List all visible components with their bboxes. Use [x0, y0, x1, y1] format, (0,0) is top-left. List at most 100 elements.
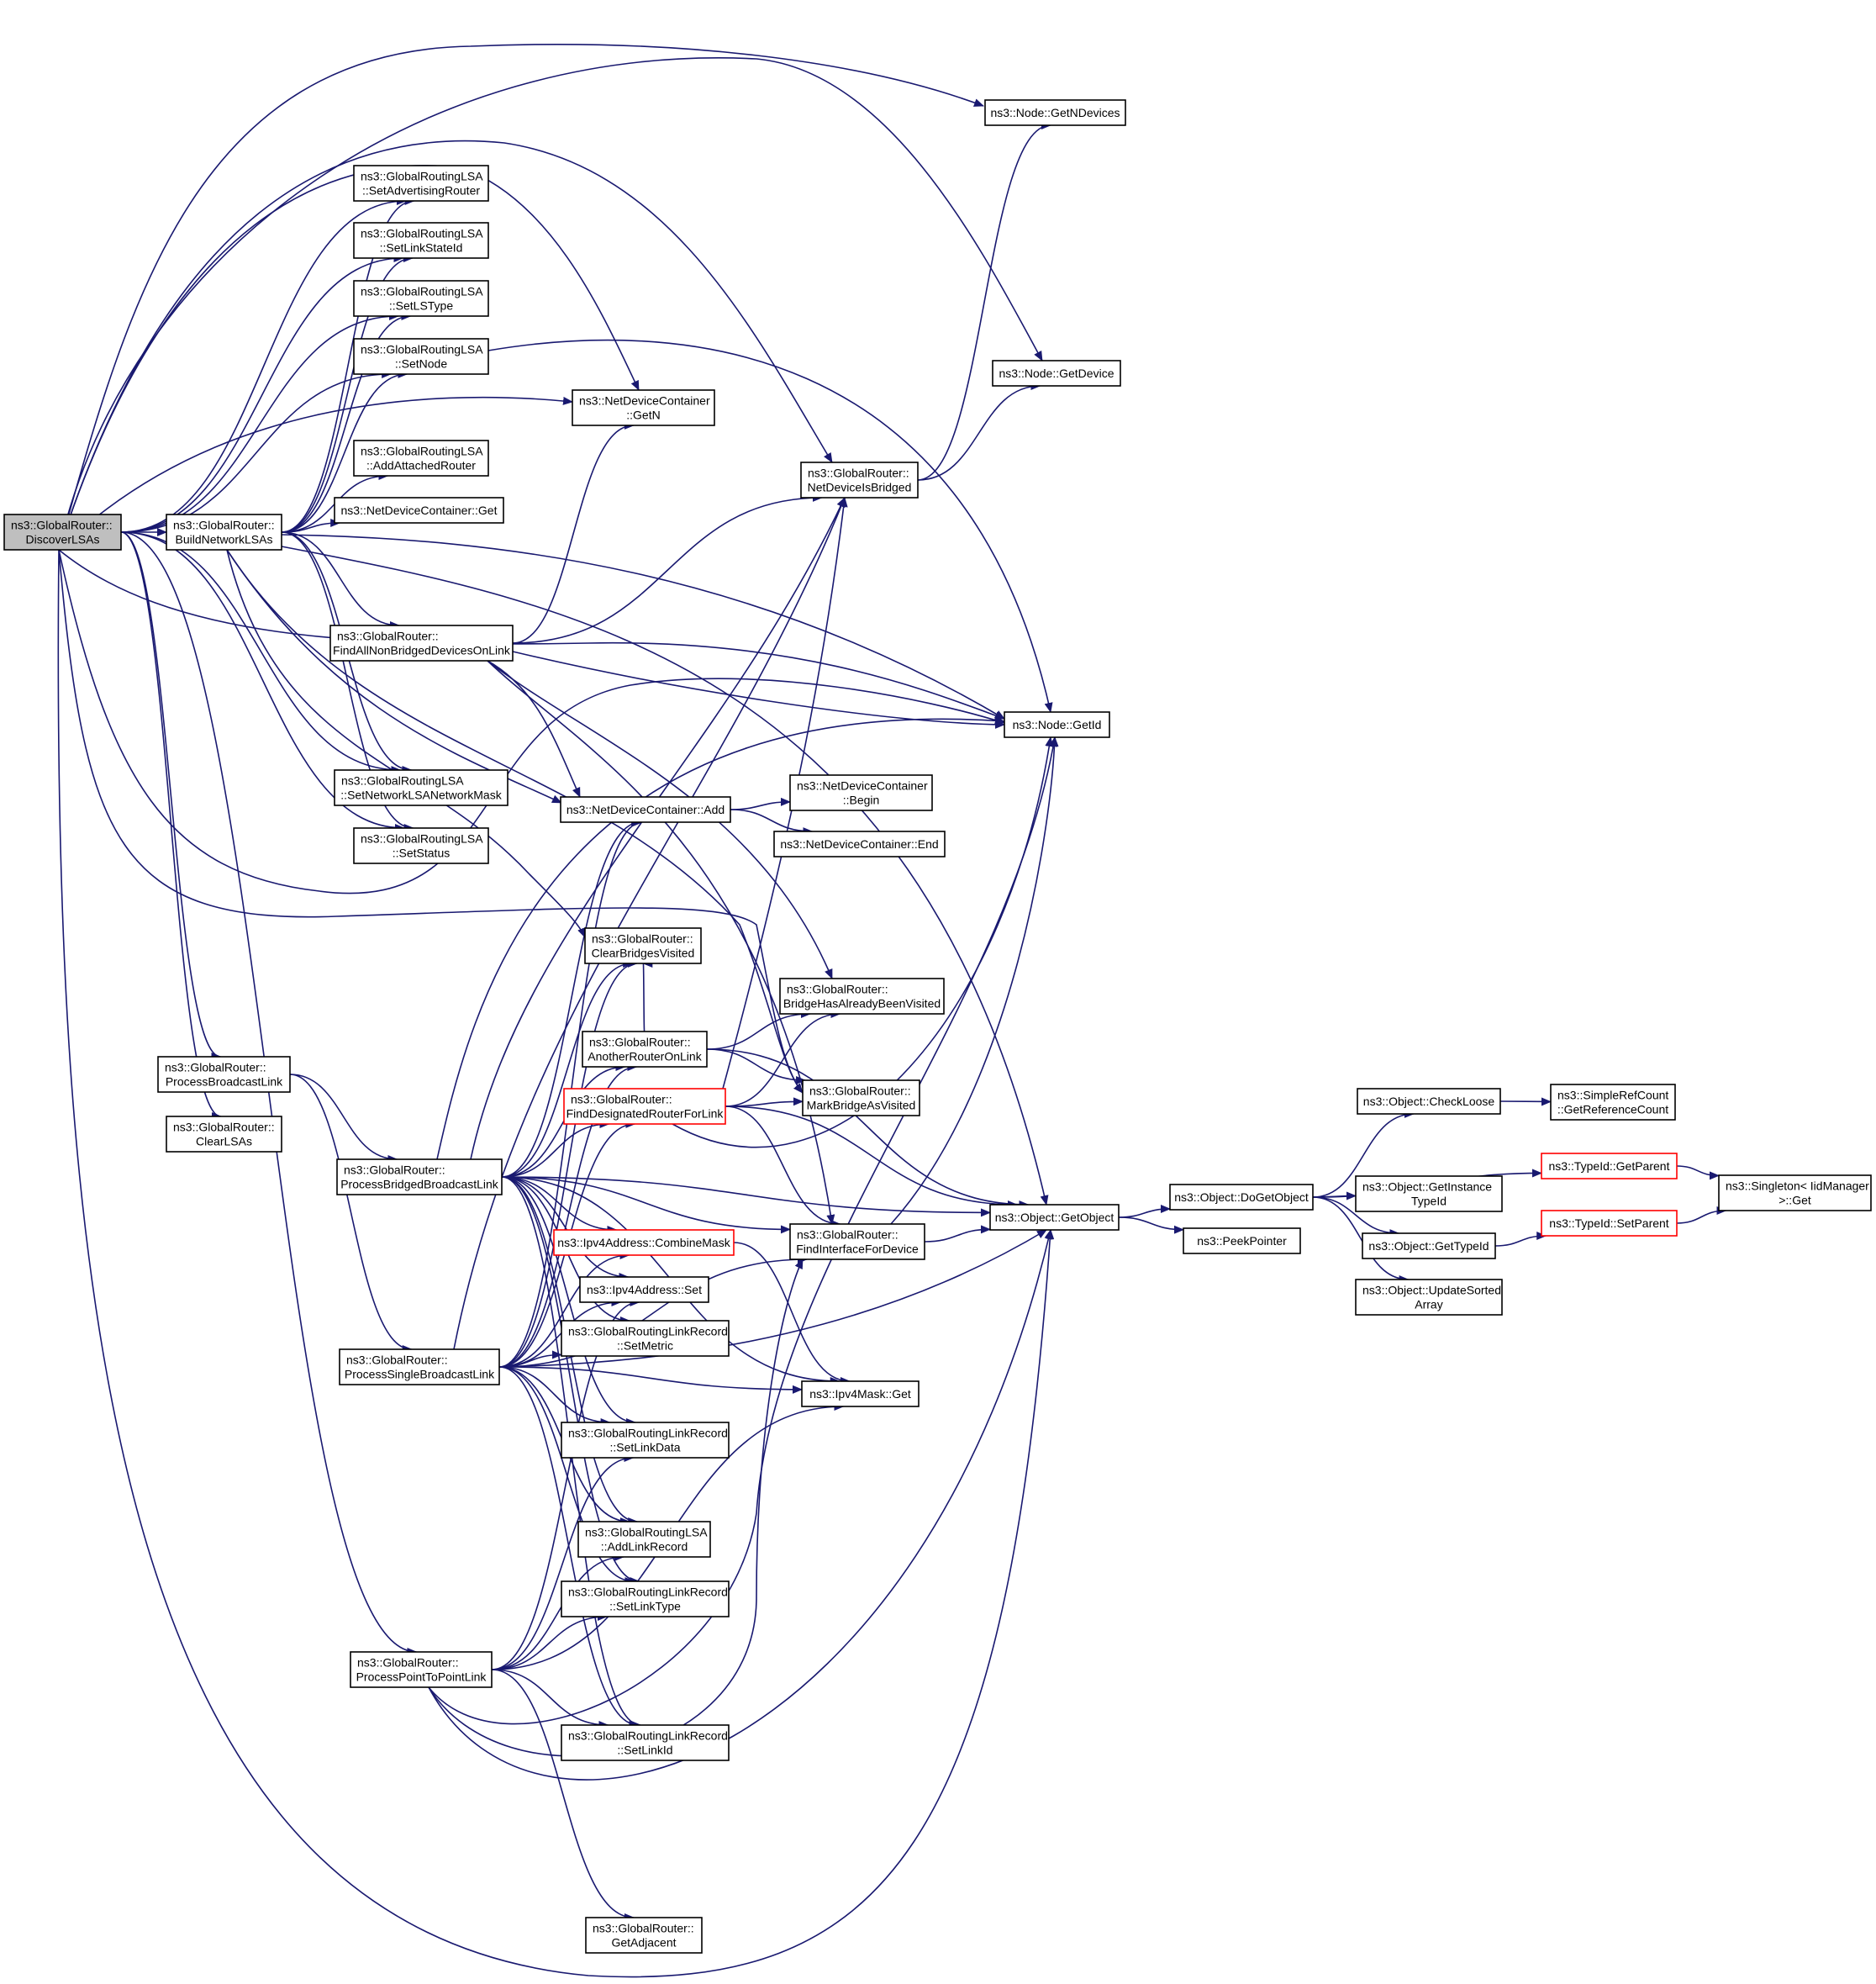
node-processbroadcast[interactable]: ns3::GlobalRouter::ProcessBroadcastLink [157, 1056, 291, 1093]
node-label-line: ns3::TypeId::SetParent [1549, 1216, 1669, 1230]
node-peekpointer[interactable]: ns3::PeekPointer [1183, 1227, 1301, 1254]
node-netdevbridged[interactable]: ns3::GlobalRouter::NetDeviceIsBridged [800, 462, 919, 499]
node-setadv[interactable]: ns3::GlobalRoutingLSA::SetAdvertisingRou… [353, 165, 489, 202]
node-label-line: ns3::Object::GetInstance [1362, 1180, 1492, 1194]
node-combinemask[interactable]: ns3::Ipv4Address::CombineMask [553, 1229, 735, 1256]
node-clearlsas[interactable]: ns3::GlobalRouter::ClearLSAs [166, 1116, 282, 1153]
node-label-line: ns3::GlobalRouter:: [11, 519, 113, 532]
node-label-line: ns3::Singleton< IidManager [1726, 1179, 1869, 1193]
node-addattached[interactable]: ns3::GlobalRoutingLSA::AddAttachedRouter [353, 440, 489, 477]
edge-typeidgetparent-to-singletonget [1676, 1165, 1720, 1180]
node-findiface[interactable]: ns3::GlobalRouter::FindInterfaceForDevic… [789, 1223, 925, 1260]
edge-netdevbridged-to-getdevice [917, 382, 1041, 481]
node-getid[interactable]: ns3::Node::GetId [1004, 711, 1110, 738]
node-anotherrouter[interactable]: ns3::GlobalRouter::AnotherRouterOnLink [582, 1031, 708, 1068]
node-label-line: ::AddAttachedRouter [366, 459, 476, 472]
node-getobject[interactable]: ns3::Object::GetObject [989, 1204, 1120, 1231]
node-label-line: ns3::GlobalRouter:: [344, 1163, 445, 1177]
edge-processbridged-to-setlinktype [501, 1176, 640, 1586]
edge-build-to-setadv [281, 197, 415, 533]
node-processp2p[interactable]: ns3::GlobalRouter::ProcessPointToPointLi… [350, 1651, 493, 1688]
node-box [339, 1348, 500, 1385]
edge-ndcadd-to-ndcend [730, 809, 814, 836]
node-box [1004, 711, 1110, 738]
node-gettypeid[interactable]: ns3::Object::GetTypeId [1362, 1232, 1496, 1259]
node-dogetobject[interactable]: ns3::Object::DoGetObject [1169, 1184, 1314, 1211]
node-checkloose[interactable]: ns3::Object::CheckLoose [1357, 1088, 1501, 1115]
node-label-line: ns3::Node::GetDevice [999, 367, 1115, 380]
node-bridgevisited[interactable]: ns3::GlobalRouter::BridgeHasAlreadyBeenV… [779, 978, 945, 1015]
node-label-line: ::Begin [843, 794, 880, 807]
node-box [992, 360, 1121, 387]
node-label-line: BridgeHasAlreadyBeenVisited [783, 997, 941, 1010]
node-label-line: ns3::GlobalRouter:: [593, 1922, 694, 1935]
node-label-line: ::GetReferenceCount [1557, 1103, 1668, 1116]
node-box [582, 1031, 708, 1068]
node-setnode[interactable]: ns3::GlobalRoutingLSA::SetNode [353, 338, 489, 375]
node-label-line: ::SetNetworkLSANetworkMask [340, 789, 502, 802]
edge-finddesignated-to-getobject [725, 1105, 1019, 1209]
edge-processbridged-to-setlinkdata [501, 1176, 637, 1427]
edge-discover-to-clearlsas [120, 531, 222, 1121]
node-processbridged[interactable]: ns3::GlobalRouter::ProcessBridgedBroadca… [336, 1158, 503, 1195]
node-box [334, 769, 509, 806]
node-setmetric[interactable]: ns3::GlobalRoutingLinkRecord::SetMetric [561, 1320, 730, 1357]
node-getdevice[interactable]: ns3::Node::GetDevice [992, 360, 1121, 387]
node-setlinkid[interactable]: ns3::GlobalRoutingLinkRecord::SetLinkId [561, 1724, 730, 1761]
edge-build-to-ndcadd [226, 549, 562, 804]
node-ndcget[interactable]: ns3::NetDeviceContainer::Get [334, 497, 504, 524]
node-setlstype[interactable]: ns3::GlobalRoutingLSA::SetLSType [353, 280, 489, 317]
edge-processp2p-to-setlinkdata [491, 1454, 635, 1670]
node-setlinkdata[interactable]: ns3::GlobalRoutingLinkRecord::SetLinkDat… [561, 1422, 730, 1459]
node-label-line: DiscoverLSAs [26, 533, 100, 546]
node-ipv4set[interactable]: ns3::Ipv4Address::Set [579, 1276, 709, 1303]
node-discover[interactable]: ns3::GlobalRouter::DiscoverLSAs [3, 514, 122, 551]
node-clearbridges[interactable]: ns3::GlobalRouter::ClearBridgesVisited [584, 927, 702, 964]
node-box [984, 99, 1126, 126]
node-getndevices[interactable]: ns3::Node::GetNDevices [984, 99, 1126, 126]
node-ndcbegin[interactable]: ns3::NetDeviceContainer::Begin [789, 774, 933, 811]
node-finddesignated[interactable]: ns3::GlobalRouter::FindDesignatedRouterF… [563, 1088, 726, 1125]
edge-discover-to-getndevices [58, 44, 984, 551]
node-maskget[interactable]: ns3::Ipv4Mask::Get [801, 1380, 920, 1407]
edge-getobject-to-dogetobject [1118, 1204, 1171, 1218]
node-label-line: ns3::GlobalRouter:: [173, 1121, 275, 1134]
node-setnetmask[interactable]: ns3::GlobalRoutingLSA::SetNetworkLSANetw… [334, 769, 509, 806]
node-findallnonbridged[interactable]: ns3::GlobalRouter::FindAllNonBridgedDevi… [329, 625, 514, 662]
node-ndcgetn[interactable]: ns3::NetDeviceContainer::GetN [572, 389, 715, 426]
node-markbridge[interactable]: ns3::GlobalRouter::MarkBridgeAsVisited [802, 1079, 920, 1116]
node-box [1541, 1153, 1678, 1179]
node-label-line: ClearLSAs [196, 1135, 252, 1148]
node-typeidgetparent[interactable]: ns3::TypeId::GetParent [1541, 1153, 1678, 1179]
node-setlinkstate[interactable]: ns3::GlobalRoutingLSA::SetLinkStateId [353, 222, 489, 259]
node-setstatus[interactable]: ns3::GlobalRoutingLSA::SetStatus [353, 827, 489, 864]
node-box [801, 1380, 920, 1407]
edge-processsingle-to-findiface [498, 1255, 808, 1368]
node-box [1362, 1232, 1496, 1259]
node-getadjacent[interactable]: ns3::GlobalRouter::GetAdjacent [585, 1917, 703, 1954]
node-typeidsetparent[interactable]: ns3::TypeId::SetParent [1541, 1210, 1678, 1237]
edge-finddesignated-to-getid [672, 736, 1054, 1148]
node-addlinkrecord[interactable]: ns3::GlobalRoutingLSA::AddLinkRecord [577, 1521, 711, 1558]
edge-build-to-getobject [281, 546, 1049, 1206]
node-box [353, 165, 489, 202]
edge-dogetobject-to-gettypeid [1312, 1196, 1400, 1237]
node-label-line: ns3::Object::UpdateSorted [1362, 1284, 1501, 1297]
edge-netdevbridged-to-getndevices [917, 121, 1051, 481]
node-singletonget[interactable]: ns3::Singleton< IidManager>::Get [1718, 1174, 1872, 1211]
node-getrefcount[interactable]: ns3::SimpleRefCount::GetReferenceCount [1550, 1084, 1676, 1121]
node-label-line: ns3::GlobalRoutingLinkRecord [568, 1325, 728, 1338]
node-setlinktype[interactable]: ns3::GlobalRoutingLinkRecord::SetLinkTyp… [561, 1580, 730, 1617]
edge-anotherrouter-to-bridgevisited [706, 1010, 811, 1050]
node-box [802, 1079, 920, 1116]
node-label-line: ns3::GlobalRoutingLSA [585, 1526, 708, 1539]
node-processsingle[interactable]: ns3::GlobalRouter::ProcessSingleBroadcas… [339, 1348, 500, 1385]
node-ndcadd[interactable]: ns3::NetDeviceContainer::Add [560, 796, 731, 823]
node-box [336, 1158, 503, 1195]
node-box [1355, 1279, 1503, 1316]
node-ndcend[interactable]: ns3::NetDeviceContainer::End [773, 831, 946, 857]
edge-processp2p-to-findiface [428, 1258, 804, 1757]
node-build[interactable]: ns3::GlobalRouter::BuildNetworkLSAs [166, 514, 282, 551]
